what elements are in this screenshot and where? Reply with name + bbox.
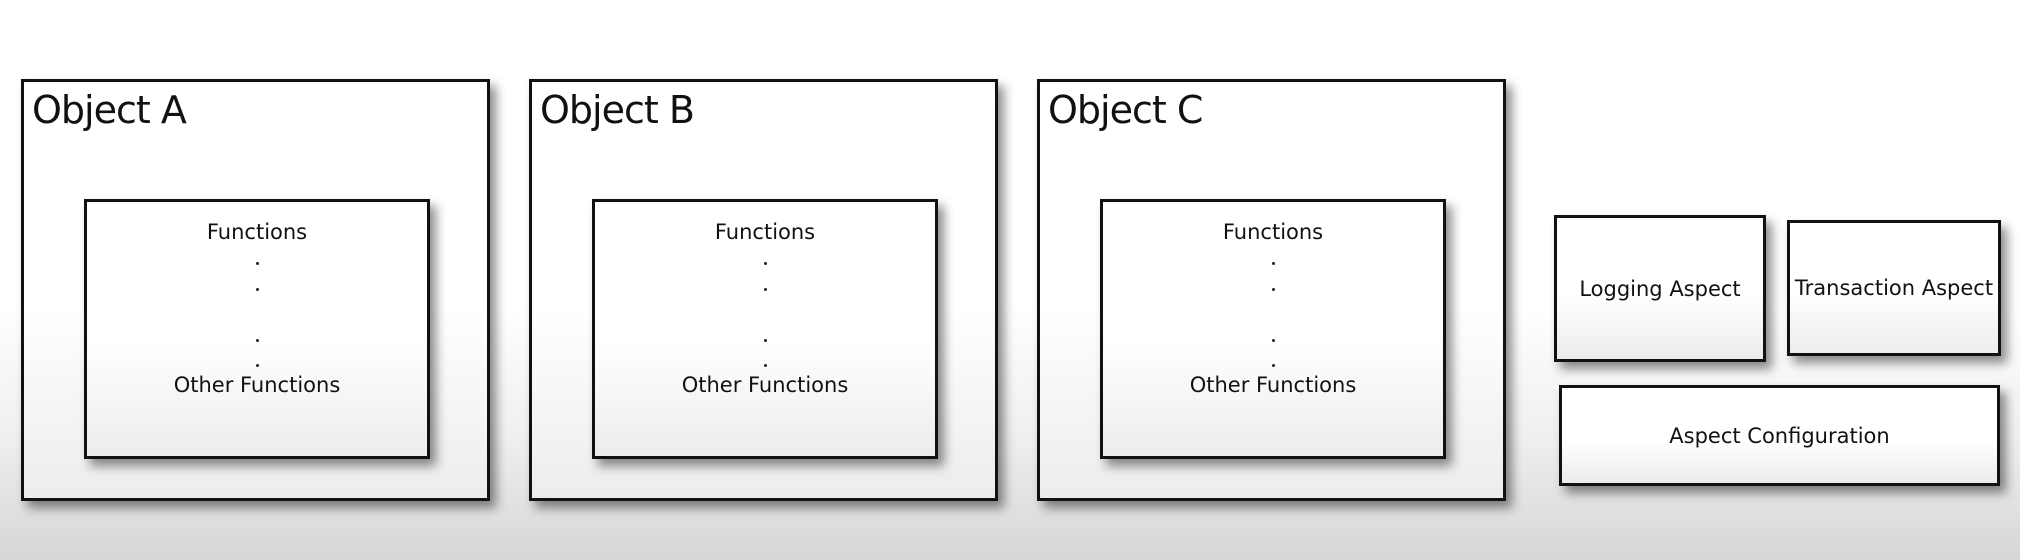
ellipsis-dot: [1272, 288, 1275, 291]
object-b-box: Object B Functions Other Functions: [529, 79, 998, 501]
object-a-functions-box: Functions Other Functions: [84, 199, 430, 459]
other-functions-label: Other Functions: [173, 373, 341, 397]
object-a-box: Object A Functions Other Functions: [21, 79, 490, 501]
other-functions-label: Other Functions: [1189, 373, 1357, 397]
ellipsis-dot: [764, 262, 767, 265]
ellipsis-dot: [764, 364, 767, 367]
ellipsis-dot: [764, 339, 767, 342]
ellipsis-dot: [1272, 339, 1275, 342]
ellipsis-dot: [764, 288, 767, 291]
functions-label: Functions: [1222, 220, 1324, 244]
object-c-box: Object C Functions Other Functions: [1037, 79, 1506, 501]
ellipsis-dot: [1272, 262, 1275, 265]
ellipsis-dot: [256, 288, 259, 291]
ellipsis-dot: [256, 339, 259, 342]
object-b-title: Object B: [540, 88, 695, 132]
functions-label: Functions: [714, 220, 816, 244]
ellipsis-dot: [1272, 364, 1275, 367]
transaction-aspect-box: Transaction Aspect: [1787, 220, 2001, 356]
object-c-functions-box: Functions Other Functions: [1100, 199, 1446, 459]
object-c-title: Object C: [1048, 88, 1203, 132]
object-a-title: Object A: [32, 88, 187, 132]
logging-aspect-box: Logging Aspect: [1554, 215, 1766, 362]
ellipsis-dot: [256, 262, 259, 265]
object-b-functions-box: Functions Other Functions: [592, 199, 938, 459]
other-functions-label: Other Functions: [681, 373, 849, 397]
transaction-aspect-label: Transaction Aspect: [1794, 276, 1994, 300]
aspect-configuration-box: Aspect Configuration: [1559, 385, 2000, 486]
aspect-configuration-label: Aspect Configuration: [1669, 423, 1890, 448]
logging-aspect-label: Logging Aspect: [1579, 276, 1741, 301]
ellipsis-dot: [256, 364, 259, 367]
functions-label: Functions: [206, 220, 308, 244]
